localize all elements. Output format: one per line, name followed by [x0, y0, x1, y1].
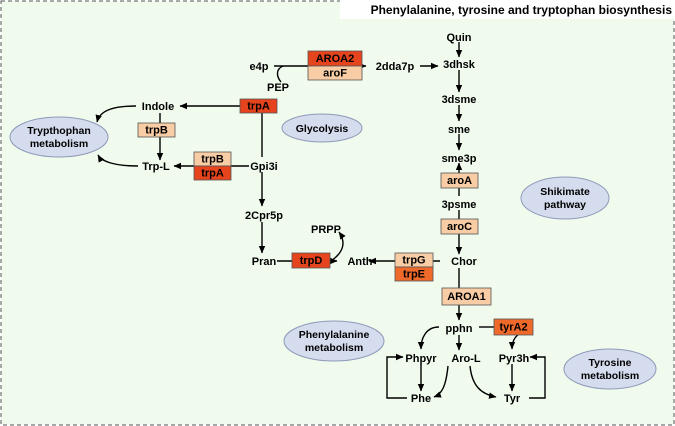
compound-pran: Pran: [252, 256, 277, 268]
gene-box[interactable]: [440, 218, 479, 235]
phenylalanine-metabolism-node[interactable]: Phenylalanine metabolism: [283, 320, 385, 362]
gene-trpd[interactable]: trpD: [291, 252, 331, 269]
edge-arol-phe: [433, 365, 449, 398]
gene-box[interactable]: [193, 165, 232, 181]
svg-text:metabolism: metabolism: [30, 138, 88, 150]
compound-anth: Anth: [347, 256, 372, 268]
compound-phe: Phe: [411, 393, 431, 405]
compound-sme3p: sme3p: [442, 153, 477, 165]
gene-trpb-left[interactable]: trpB: [137, 122, 176, 138]
gene-label: aroF: [323, 68, 347, 80]
svg-text:Trypthophan: Trypthophan: [27, 125, 91, 137]
edge-trpl-trp-metabolism: [97, 154, 139, 167]
gene-box[interactable]: [441, 287, 492, 306]
compound-phpyr: Phpyr: [405, 353, 437, 365]
compound-pyr3h: Pyr3h: [499, 353, 530, 365]
pathway-title: Phenylalanine, tyrosine and tryptophan b…: [371, 3, 673, 17]
compound-2dda7p: 2dda7p: [376, 61, 415, 73]
svg-text:Shikimate: Shikimate: [540, 186, 590, 198]
compound-quin: Quin: [446, 32, 471, 44]
gene-box[interactable]: [307, 65, 363, 81]
tryptophan-metabolism-node[interactable]: Trypthophan metabolism: [9, 116, 109, 158]
gene-box[interactable]: [239, 98, 278, 114]
edge-phe-phpyr-loop: [386, 353, 407, 399]
compound-pphn: pphn: [446, 323, 473, 335]
gene-label: tyrA2: [499, 322, 527, 334]
gene-trpa-top[interactable]: trpA: [239, 98, 278, 114]
svg-text:metabolism: metabolism: [581, 370, 639, 382]
gene-aroc[interactable]: aroC: [440, 218, 479, 235]
compound-e4p: e4p: [250, 61, 269, 73]
gene-trpb-mid[interactable]: trpB: [193, 151, 232, 167]
compound-pep: PEP: [267, 82, 289, 94]
gene-arof[interactable]: aroF: [307, 65, 363, 81]
gene-aroa[interactable]: aroA: [440, 172, 479, 189]
edge-pphn-phpyr: [417, 326, 440, 350]
svg-text:Glycolysis: Glycolysis: [296, 123, 349, 135]
gene-label: trpB: [201, 154, 224, 166]
compound-chor: Chor: [451, 256, 477, 268]
svg-text:pathway: pathway: [544, 199, 586, 211]
glycolysis-node[interactable]: Glycolysis: [281, 113, 363, 143]
edge-prpp-release: [330, 231, 346, 262]
edge-arol-tyr: [469, 365, 497, 399]
gene-label: trpE: [403, 269, 425, 281]
gene-label: aroC: [447, 221, 472, 233]
compound-2cpr5p: 2Cpr5p: [245, 210, 283, 222]
title-band: [340, 0, 675, 19]
gene-label: trpA: [201, 168, 224, 180]
gene-label: AROA1: [447, 291, 486, 303]
gene-label: AROA2: [316, 53, 355, 65]
gene-label: aroA: [447, 175, 472, 187]
shikimate-pathway-node[interactable]: Shikimate pathway: [520, 176, 610, 220]
compound-sme: sme: [448, 124, 470, 136]
compound-prpp: PRPP: [311, 224, 341, 236]
pathway-links: Trypthophan metabolism Glycolysis Shikim…: [9, 113, 657, 390]
compound-3dsme: 3dsme: [442, 94, 477, 106]
compound-trp-l: Trp-L: [142, 161, 170, 173]
gene-aroa2[interactable]: AROA2: [307, 50, 363, 67]
compound-gpi3i: Gpi3i: [250, 161, 278, 173]
gene-trpg[interactable]: trpG: [394, 252, 434, 268]
svg-text:metabolism: metabolism: [305, 342, 363, 354]
gene-trpe[interactable]: trpE: [394, 266, 434, 282]
compounds: Quin 3dhsk 3dsme sme sme3p 3psme Chor pp…: [142, 32, 530, 405]
gene-label: trpA: [247, 101, 270, 113]
gene-aroa1[interactable]: AROA1: [441, 287, 492, 306]
gene-label: trpD: [300, 255, 323, 267]
svg-text:Phenylalanine: Phenylalanine: [299, 329, 370, 341]
compound-aro-l: Aro-L: [451, 353, 481, 365]
gene-trpa-mid[interactable]: trpA: [193, 165, 232, 181]
gene-box[interactable]: [440, 172, 479, 189]
gene-label: trpG: [402, 255, 425, 267]
tyrosine-metabolism-node[interactable]: Tyrosine metabolism: [563, 348, 657, 390]
edge-tyr-pyr3h-loop: [529, 353, 546, 399]
edge-pep-join: [276, 65, 284, 83]
edge-indole-trp-metabolism: [95, 105, 137, 123]
compound-tyr: Tyr: [504, 393, 521, 405]
gene-boxes: AROA2 aroF trpA trpB trpB trpA aroA aroC trpD trp…: [137, 50, 534, 336]
gene-label: trpB: [145, 125, 168, 137]
gene-box[interactable]: [137, 122, 176, 138]
compound-3psme: 3psme: [442, 199, 477, 211]
gene-box[interactable]: [394, 266, 434, 282]
gene-box[interactable]: [291, 252, 331, 269]
gene-tyra2[interactable]: tyrA2: [493, 318, 534, 336]
compound-indole: Indole: [142, 101, 174, 113]
svg-text:Tyrosine: Tyrosine: [589, 357, 632, 369]
gene-box[interactable]: [493, 318, 534, 336]
compound-3dhsk: 3dhsk: [443, 59, 476, 71]
